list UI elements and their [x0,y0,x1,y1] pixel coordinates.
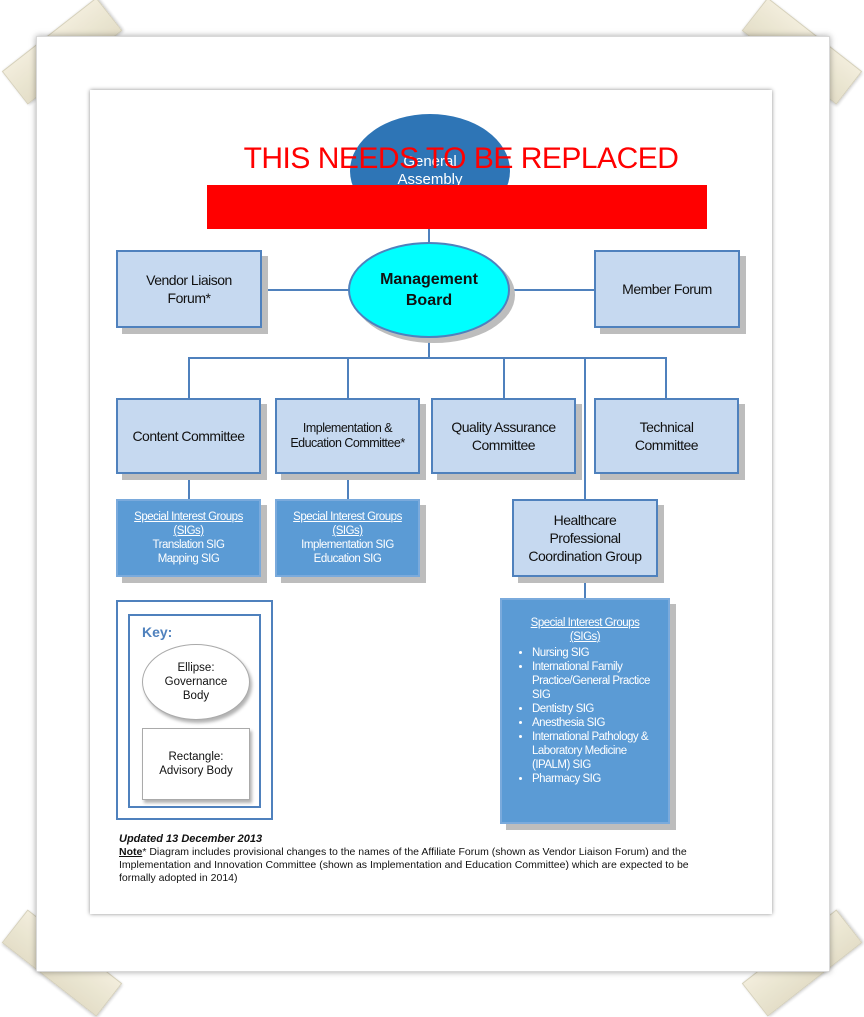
implementation-sigs-box: Special Interest Groups (SIGs) Implement… [275,499,420,577]
key-ellipse-label: Ellipse: Governance Body [164,662,228,702]
note-text: * Diagram includes provisional changes t… [119,846,689,884]
connector-implementation-sig [347,473,349,500]
management-board-label: Management Board [380,271,478,309]
content-committee-box: Content Committee [116,398,261,474]
key-rectangle-label: Rectangle: Advisory Body [159,751,233,777]
implementation-committee-box: Implementation & Education Committee* [275,398,420,474]
healthcare-sig-item: International Pathology & Laboratory Med… [532,730,660,772]
note-label: Note [119,846,143,858]
key-outer-box: Key: Ellipse: Governance Body Rectangle:… [116,600,273,820]
footer-note: Note* Diagram includes provisional chang… [119,846,719,885]
healthcare-sig-item: Anesthesia SIG [532,716,660,730]
connector-healthcare-drop [584,357,586,501]
healthcare-sig-item: Dentistry SIG [532,702,660,716]
content-sigs-heading: Special Interest Groups (SIGs) [134,511,243,537]
general-assembly-label: General Assembly [397,153,463,188]
connector-committee-bar [188,357,666,359]
content-sig-item: Translation SIG [152,539,225,551]
implementation-sig-item: Education SIG [313,553,382,565]
member-forum-box: Member Forum [594,250,740,328]
healthcare-sig-item: Pharmacy SIG [532,772,660,786]
replace-banner [207,185,707,229]
member-forum-label: Member Forum [622,281,712,297]
quality-assurance-committee-box: Quality Assurance Committee [431,398,576,474]
connector-technical-drop [665,357,667,399]
healthcare-sig-item: Nursing SIG [532,646,660,660]
vendor-liaison-forum-box: Vendor Liaison Forum* [116,250,262,328]
healthcare-sig-item: International Family Practice/General Pr… [532,660,660,702]
key-ellipse-sample: Ellipse: Governance Body [142,644,250,720]
key-inner-box: Key: Ellipse: Governance Body Rectangle:… [128,614,261,808]
implementation-sigs-heading: Special Interest Groups (SIGs) [293,511,402,537]
healthcare-coordination-group-label: Healthcare Professional Coordination Gro… [528,512,642,564]
healthcare-sigs-box: Special Interest Groups (SIGs) Nursing S… [500,598,670,824]
content-sig-item: Mapping SIG [157,553,220,565]
content-committee-label: Content Committee [132,428,245,444]
connector-vendor-board [262,289,352,291]
implementation-sig-item: Implementation SIG [301,539,394,551]
implementation-committee-label: Implementation & Education Committee* [290,421,405,450]
management-board-ellipse: Management Board [348,242,510,338]
connector-board-member [508,289,596,291]
connector-assembly-board [428,228,430,248]
connector-content-drop [188,357,190,399]
connector-implementation-drop [347,357,349,399]
content-sigs-box: Special Interest Groups (SIGs) Translati… [116,499,261,577]
connector-healthcare-sig [584,576,586,600]
technical-committee-label: Technical Committee [634,419,699,453]
vendor-liaison-forum-label: Vendor Liaison Forum* [146,272,232,306]
healthcare-sigs-heading: Special Interest Groups (SIGs) [530,617,640,643]
connector-quality-drop [503,357,505,399]
key-title: Key: [142,624,173,640]
connector-content-sig [188,473,190,500]
quality-assurance-committee-label: Quality Assurance Committee [451,419,556,453]
updated-date: Updated 13 December 2013 [119,833,263,845]
healthcare-sig-list: Nursing SIG International Family Practic… [510,646,660,786]
technical-committee-box: Technical Committee [594,398,739,474]
replace-text: THIS NEEDS TO BE REPLACED [243,142,679,175]
connector-board-down [428,338,430,358]
key-rectangle-sample: Rectangle: Advisory Body [142,728,250,800]
healthcare-coordination-group-box: Healthcare Professional Coordination Gro… [512,499,658,577]
